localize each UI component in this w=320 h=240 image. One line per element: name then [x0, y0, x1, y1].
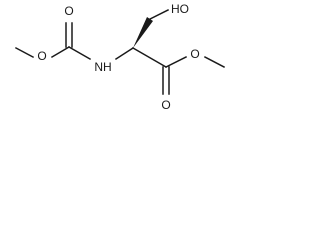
bond-carbamate-o-carbon — [50, 45, 71, 59]
bond-alpha-ester — [131, 46, 168, 69]
bond-nh-alpha — [114, 46, 135, 61]
structure-diagram: HO O O NH O O — [14, 2, 226, 112]
bond-methyl-carbamate-o — [14, 46, 35, 59]
atom-label-amide-nitrogen: NH — [94, 60, 111, 74]
atom-label-ester-carbonyl-oxygen: O — [161, 98, 170, 112]
atom-label-carbamate-ether-oxygen: O — [37, 49, 46, 63]
bond-ester-o — [164, 55, 188, 69]
atom-label-ester-ether-oxygen: O — [190, 47, 199, 61]
bond-carbamate-nh — [67, 45, 92, 61]
bond-ester-o-methyl — [203, 55, 226, 69]
atom-label-hydroxyl: HO — [171, 2, 189, 16]
atom-label-carbamate-carbonyl-oxygen: O — [64, 4, 73, 18]
bond-ch2-ho — [148, 8, 170, 21]
stereo-wedge-bond — [133, 17, 153, 48]
molecule-canvas: HO O O NH O O — [0, 0, 250, 138]
